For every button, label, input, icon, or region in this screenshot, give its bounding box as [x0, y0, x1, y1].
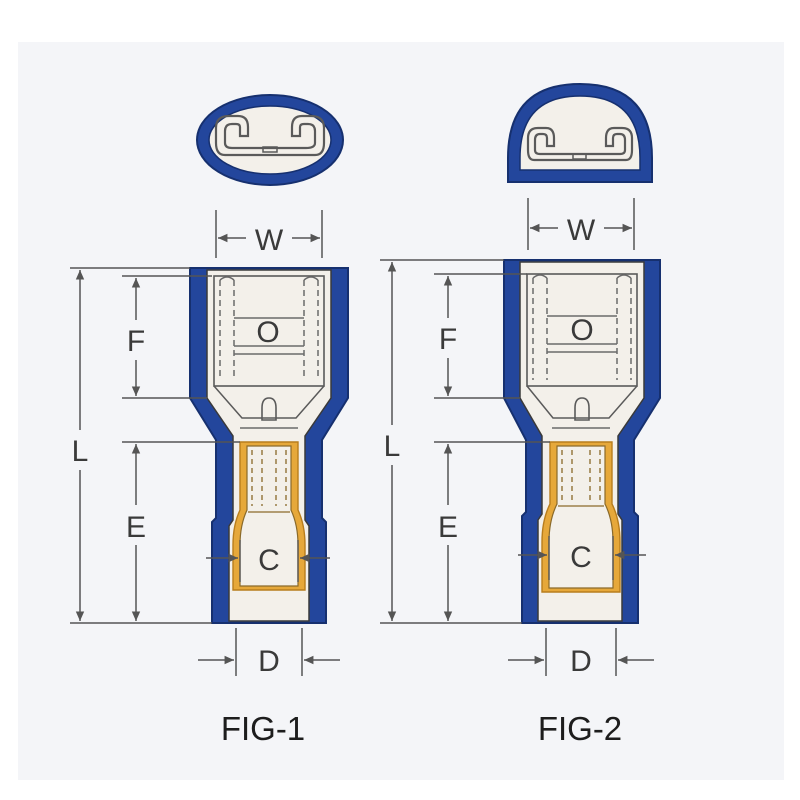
l-dimension-fig1: L [70, 267, 212, 624]
figure-1: W O [70, 94, 349, 747]
w-dimension-fig1: W [215, 210, 323, 258]
c-dimension-fig2: C [518, 536, 646, 580]
e-dimension-fig2: E [434, 441, 550, 621]
c-label: C [258, 544, 280, 577]
diagram-panel [18, 42, 784, 780]
c-dimension-fig1: C [206, 540, 330, 582]
hole-label: O [256, 316, 279, 349]
f-label: F [439, 323, 457, 356]
l-label: L [384, 430, 401, 463]
f-dimension-fig1: F [122, 275, 212, 399]
f-dimension-fig2: F [434, 273, 527, 399]
e-dimension-fig1: E [122, 441, 240, 621]
f-label: F [127, 325, 145, 358]
d-dimension-fig1: D [198, 628, 340, 678]
w-label: W [255, 224, 284, 257]
end-view-d-shape [507, 82, 653, 183]
l-dimension-fig2: L [380, 259, 522, 624]
d-label: D [258, 645, 280, 678]
c-label: C [570, 541, 592, 574]
l-label: L [72, 435, 89, 468]
end-view-oval [196, 94, 344, 186]
hole-label: O [570, 314, 593, 347]
w-dimension-fig2: W [527, 198, 635, 250]
e-label: E [438, 511, 458, 544]
fig2-caption: FIG-2 [538, 710, 622, 747]
figure-2: W O [380, 82, 661, 747]
d-dimension-fig2: D [508, 628, 654, 678]
fig1-caption: FIG-1 [221, 710, 305, 747]
w-label: W [567, 214, 596, 247]
e-label: E [126, 511, 146, 544]
terminal-body-fig1: O [189, 267, 349, 624]
d-label: D [570, 645, 592, 678]
terminal-body-fig2: O [503, 259, 661, 624]
